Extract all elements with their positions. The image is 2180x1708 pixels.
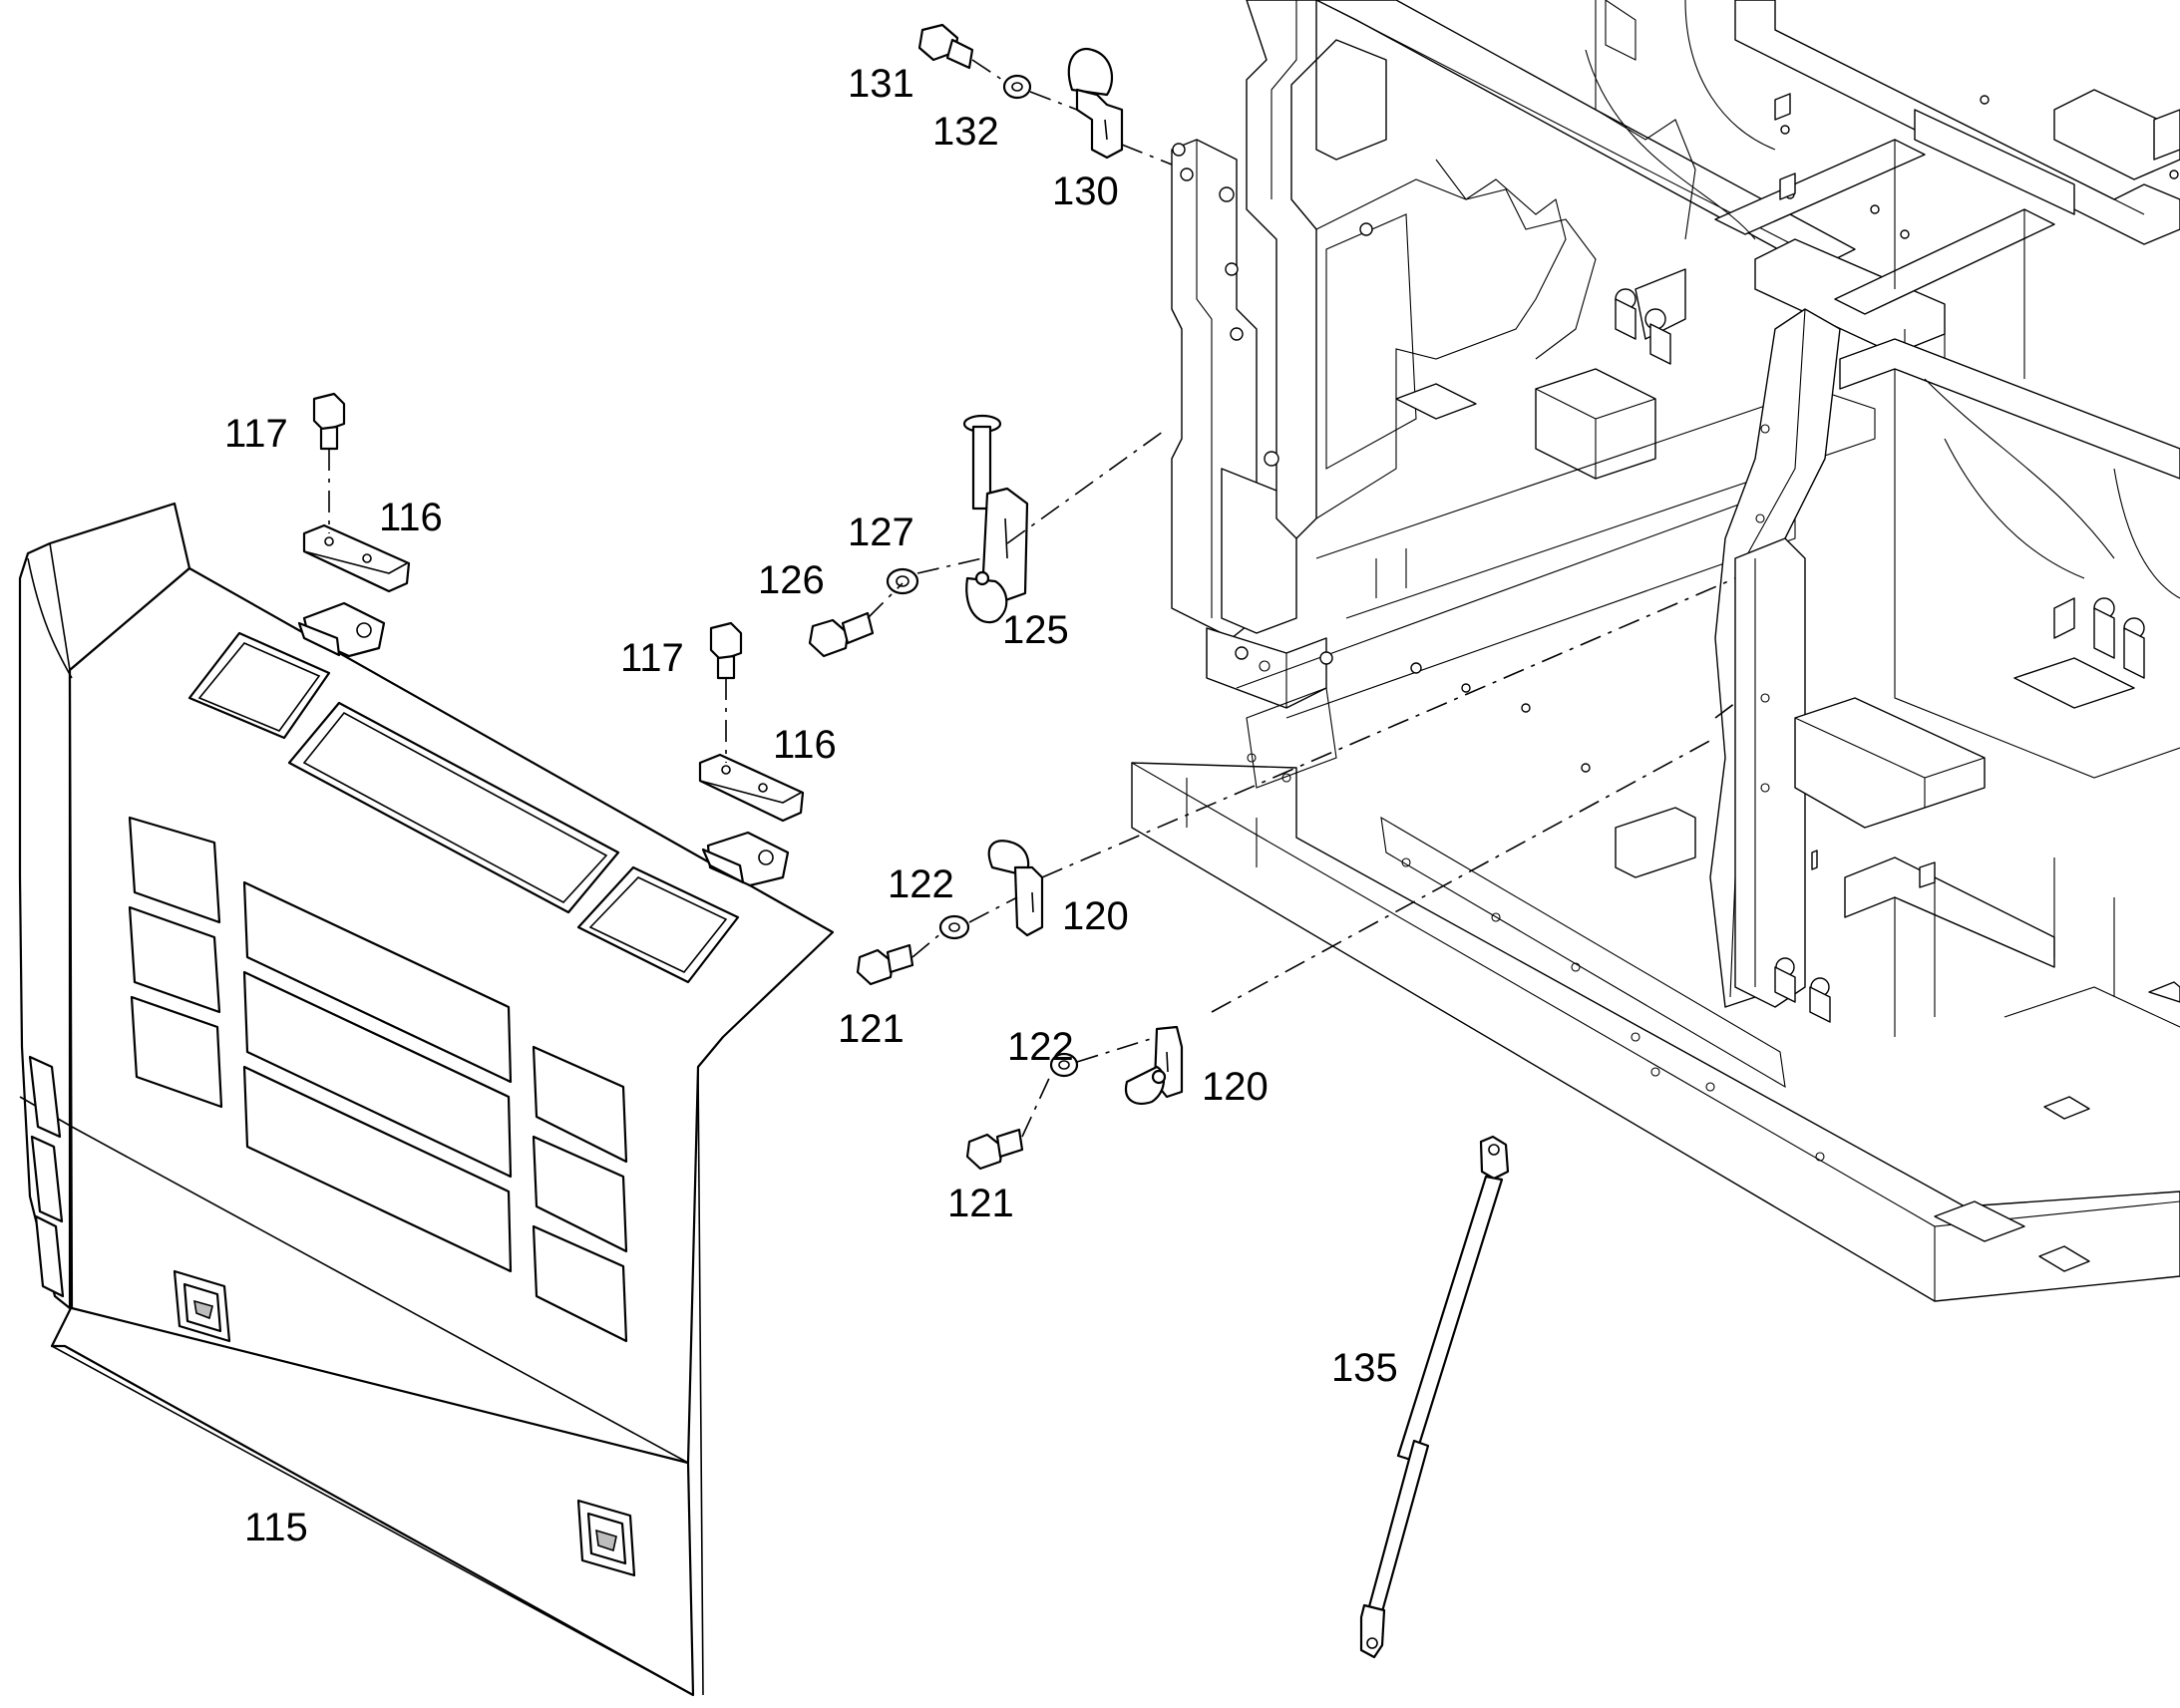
washer-127: [886, 567, 919, 595]
callout-122-lower: 122: [1007, 1025, 1074, 1069]
washer-122-upper: [938, 914, 970, 940]
callout-120-upper: 120: [1062, 894, 1129, 938]
bolt-131: [917, 23, 974, 70]
bracket-120-upper: [987, 840, 1044, 937]
callout-labels: 115 116 116 117 117 120 120 121 121 122 …: [224, 62, 1398, 1549]
bracket-120-lower: [1124, 1025, 1184, 1105]
bolt-117-lower: [709, 621, 743, 763]
callout-126: 126: [758, 558, 825, 602]
callout-116-upper: 116: [379, 496, 443, 539]
front-grille-panel-115: [18, 502, 835, 1697]
callout-122-upper: 122: [888, 862, 954, 906]
callout-121-upper: 121: [838, 1007, 905, 1051]
callout-131: 131: [848, 62, 914, 106]
gas-strut-135: [1359, 1135, 1510, 1659]
callout-135: 135: [1331, 1346, 1398, 1390]
bracket-130: [1067, 47, 1124, 160]
callout-121-lower: 121: [947, 1182, 1014, 1225]
hinge-plate-116-lower: [698, 753, 805, 823]
bolt-117-upper: [312, 392, 346, 533]
washer-122-lower: [1049, 1052, 1079, 1078]
machine-frame: [1131, 0, 2180, 1302]
callout-127: 127: [848, 511, 914, 554]
callout-132: 132: [932, 110, 999, 154]
callout-120-lower: 120: [1202, 1065, 1269, 1109]
callout-117-upper: 117: [224, 412, 288, 456]
pin-125: [962, 414, 1029, 624]
washer-132: [1002, 74, 1032, 100]
callout-115: 115: [244, 1506, 308, 1549]
callout-125: 125: [1002, 608, 1069, 652]
latch-button-left: [173, 1269, 231, 1343]
bolt-121-lower: [965, 1128, 1024, 1171]
hinge-plate-116-upper: [302, 523, 411, 593]
bolt-126: [808, 611, 875, 658]
callout-116-lower: 116: [773, 723, 837, 767]
bolt-121-upper: [856, 943, 914, 986]
callout-117-lower: 117: [620, 636, 684, 680]
callout-130: 130: [1052, 170, 1119, 213]
latch-button-right: [576, 1499, 636, 1577]
